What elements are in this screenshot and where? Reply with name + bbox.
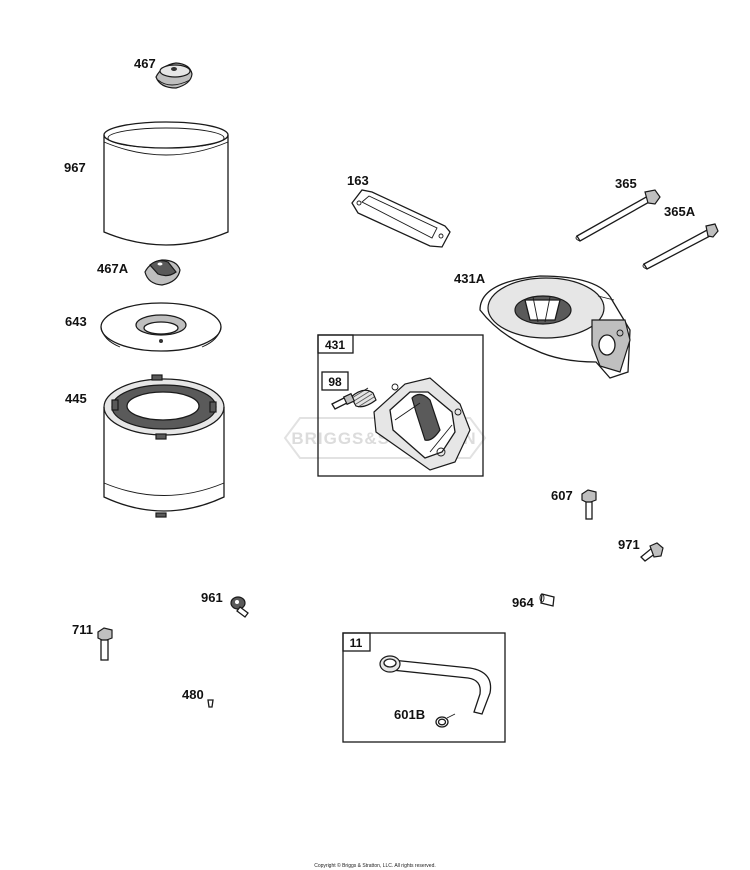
part-467A-knob[interactable] xyxy=(144,259,181,286)
label-365A: 365A xyxy=(664,204,696,219)
kit-11-box[interactable]: 11 xyxy=(342,632,506,743)
label-643: 643 xyxy=(65,314,87,329)
label-964: 964 xyxy=(512,595,534,610)
part-431-housing[interactable] xyxy=(373,377,471,471)
part-445-filter[interactable] xyxy=(103,374,225,518)
part-964-plug[interactable] xyxy=(539,593,555,607)
label-163: 163 xyxy=(347,173,369,188)
label-480: 480 xyxy=(182,687,204,702)
part-431A-air-base[interactable] xyxy=(479,275,631,379)
kit-431-label: 431 xyxy=(325,338,345,352)
label-971: 971 xyxy=(618,537,640,552)
part-711-bolt[interactable] xyxy=(97,627,113,661)
part-163-gasket[interactable] xyxy=(351,189,451,248)
part-11-breather-tube[interactable] xyxy=(379,655,492,715)
label-711: 711 xyxy=(72,622,93,637)
label-967: 967 xyxy=(64,160,86,175)
kit-11-label: 11 xyxy=(350,636,363,650)
part-480-pin[interactable] xyxy=(207,699,214,708)
part-365A-bolt[interactable] xyxy=(642,223,719,270)
part-98-spring[interactable] xyxy=(350,387,377,408)
part-961-screw[interactable] xyxy=(230,596,249,618)
label-445: 445 xyxy=(65,391,87,406)
label-607: 607 xyxy=(551,488,573,503)
copyright-text: Copyright © Briggs & Stratton, LLC. All … xyxy=(314,862,436,869)
label-467A: 467A xyxy=(97,261,129,276)
label-467: 467 xyxy=(134,56,156,71)
part-971-bolt[interactable] xyxy=(640,542,664,562)
part-labels: 467 967 467A 643 445 163 365 365A 431A 6… xyxy=(64,56,696,722)
part-967-sleeve[interactable] xyxy=(103,121,229,246)
part-607-bolt[interactable] xyxy=(581,489,597,520)
part-98-screw[interactable] xyxy=(331,392,356,410)
part-643-cover[interactable] xyxy=(100,302,222,352)
part-467-knob[interactable] xyxy=(155,62,193,89)
part-601B-clamp[interactable] xyxy=(435,713,456,728)
label-961: 961 xyxy=(201,590,223,605)
label-365: 365 xyxy=(615,176,637,191)
part-365-bolt[interactable] xyxy=(575,189,661,242)
kit-98-label: 98 xyxy=(328,375,342,389)
label-601B: 601B xyxy=(394,707,425,722)
kit-431-box[interactable]: 431 98 xyxy=(317,334,484,477)
label-431A: 431A xyxy=(454,271,486,286)
